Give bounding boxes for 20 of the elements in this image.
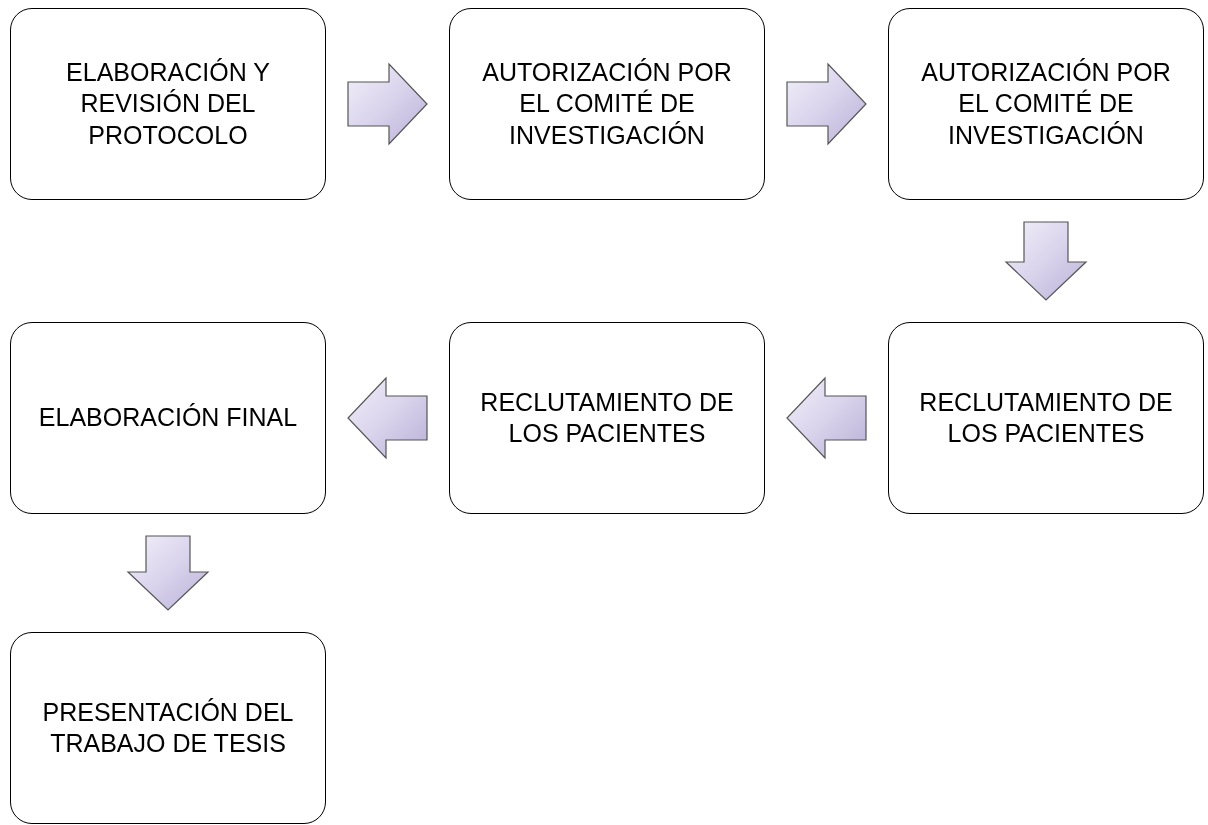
box-label: AUTORIZACIÓN POR EL COMITÉ DE INVESTIGACIÓN bbox=[481, 57, 733, 151]
process-box bbox=[449, 8, 765, 200]
box-label: RECLUTAMIENTO DE LOS PACIENTES bbox=[918, 386, 1174, 449]
process-box bbox=[10, 8, 326, 200]
process-box bbox=[449, 322, 765, 514]
process-box bbox=[888, 8, 1204, 200]
process-box bbox=[888, 322, 1204, 514]
process-box bbox=[10, 632, 326, 824]
block-arrow bbox=[347, 62, 428, 146]
block-arrow bbox=[1004, 221, 1088, 301]
block-arrow bbox=[347, 376, 428, 460]
box-label: ELABORACIÓN FINAL bbox=[38, 402, 298, 434]
box-label: PRESENTACIÓN DEL TRABAJO DE TESIS bbox=[41, 696, 295, 759]
process-box bbox=[10, 322, 326, 514]
box-label: AUTORIZACIÓN POR EL COMITÉ DE INVESTIGACIÓN bbox=[920, 57, 1172, 151]
box-label: ELABORACIÓN Y REVISIÓN DEL PROTOCOLO bbox=[65, 57, 271, 151]
block-arrow bbox=[786, 62, 867, 146]
box-label: RECLUTAMIENTO DE LOS PACIENTES bbox=[479, 386, 735, 449]
block-arrow bbox=[786, 376, 867, 460]
block-arrow bbox=[126, 535, 210, 611]
